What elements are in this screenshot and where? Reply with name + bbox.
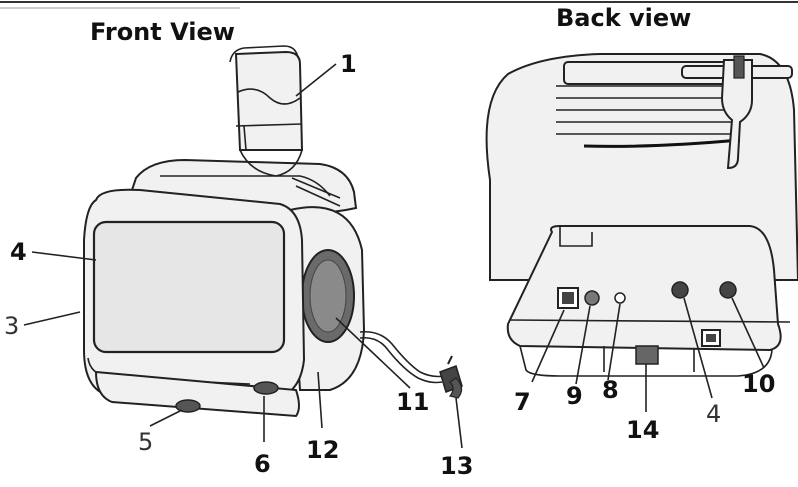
leader-4-front xyxy=(31,251,97,261)
front-button-6 xyxy=(253,381,279,395)
power-cord xyxy=(359,330,445,378)
callout-12: 12 xyxy=(306,436,339,464)
callout-5: 5 xyxy=(138,428,153,456)
leader-8 xyxy=(607,303,621,381)
back-connector-9 xyxy=(584,290,600,306)
callout-7: 7 xyxy=(514,388,531,416)
callout-8: 8 xyxy=(602,376,619,404)
back-connector-10 xyxy=(719,281,737,299)
back-vents xyxy=(556,85,741,148)
back-antenna-mount xyxy=(681,55,793,170)
back-connector-4 xyxy=(671,281,689,299)
callout-4-back: 4 xyxy=(706,400,721,428)
back-view-illustration xyxy=(485,53,798,412)
front-screen xyxy=(92,220,286,354)
front-view-title: Front View xyxy=(90,18,235,46)
cigarette-plug xyxy=(439,355,463,399)
leader-4-back xyxy=(683,297,713,399)
front-view-illustration xyxy=(23,45,463,449)
callout-13: 13 xyxy=(440,452,473,480)
leader-7 xyxy=(531,309,565,383)
front-base xyxy=(94,370,300,418)
back-view-title: Back view xyxy=(556,4,691,32)
callout-1: 1 xyxy=(340,50,357,78)
leader-13 xyxy=(455,397,463,449)
leader-10 xyxy=(731,297,765,369)
leader-9 xyxy=(575,305,591,385)
callout-11: 11 xyxy=(396,388,429,416)
callout-4-front: 4 xyxy=(10,238,27,266)
callout-14: 14 xyxy=(626,416,659,444)
callout-6: 6 xyxy=(254,450,271,478)
front-antenna xyxy=(229,45,304,151)
callout-9: 9 xyxy=(566,382,583,410)
leader-5 xyxy=(149,409,183,427)
leader-12 xyxy=(317,371,323,429)
front-button-5 xyxy=(175,399,201,413)
callout-10: 10 xyxy=(742,370,775,398)
leader-11 xyxy=(335,317,411,389)
leader-1 xyxy=(295,63,337,97)
back-rear-panel xyxy=(506,225,782,352)
leader-3 xyxy=(23,311,81,326)
back-connector-8 xyxy=(614,292,626,304)
callout-3: 3 xyxy=(4,312,19,340)
back-switch-14 xyxy=(635,345,659,365)
